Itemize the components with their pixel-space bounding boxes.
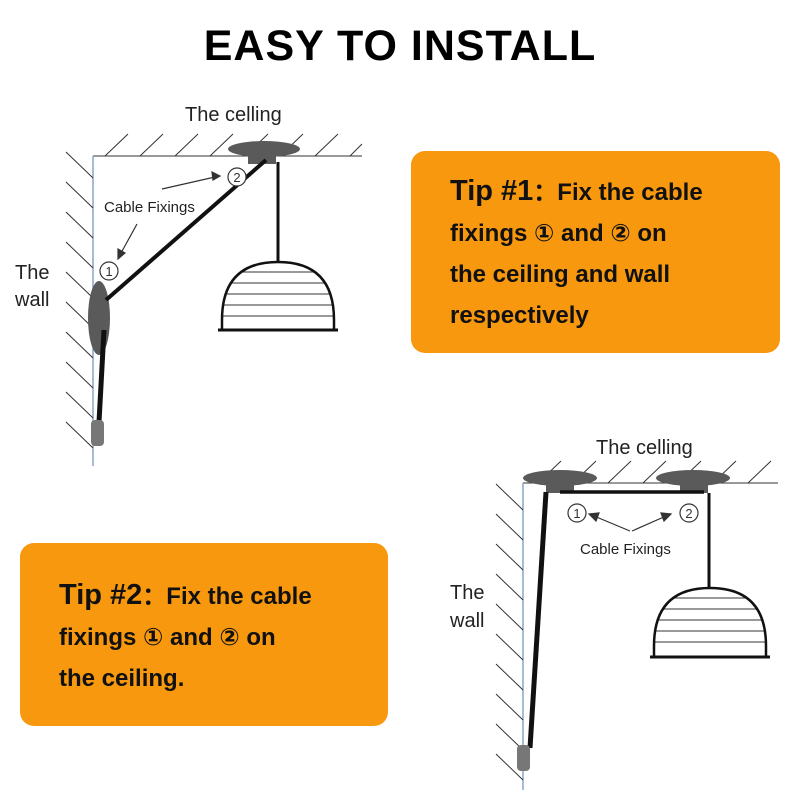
plug-2 (517, 745, 530, 771)
fixing-marker-2-circle (227, 167, 247, 187)
tip-1-text-1: Fix the cable (557, 179, 703, 206)
tip-2-line-3: the ceiling. (59, 665, 185, 692)
fixing-marker-2: 2 (233, 170, 240, 185)
cable-wall-1 (96, 329, 107, 423)
wall-plate-1 (88, 281, 110, 355)
fixings-label-1: Cable Fixings (104, 199, 195, 216)
wall-label-2-line2: wall (449, 610, 484, 632)
tip-2-heading: Tip #2 (59, 579, 143, 611)
tip-2-colon: ： (142, 583, 167, 610)
wall-label-1-line2: wall (14, 289, 49, 311)
tip-1-line-3: the ceiling and wall (450, 261, 671, 288)
tip-1-heading: Tip #1 (450, 175, 534, 207)
fixing-marker-2-1-circle (567, 503, 587, 523)
fixings-label-2: Cable Fixings (580, 541, 671, 558)
tip-1-line-1: Tip #1：Fix the cable (450, 171, 770, 213)
wall-label-2-line1: The (450, 582, 484, 604)
fixing-marker-1: 1 (105, 264, 112, 279)
fixing-marker-2-2-circle (679, 503, 699, 523)
tip-2-line-1: Tip #2：Fix the cable (59, 575, 378, 617)
canopy-block-2b (680, 481, 708, 493)
plug-1 (91, 420, 104, 446)
fixing-marker-2-2: 2 (685, 506, 692, 521)
ceiling-label-2: The celling (596, 437, 693, 459)
tip-1-line-2: fixings ① and ② on (450, 220, 667, 247)
diagram-1: 1 2 The celling Cable Fixings The wall (14, 104, 363, 466)
diagram-2: 1 2 The celling Cable Fixings The wall (449, 437, 778, 790)
fixing-marker-1-circle (99, 261, 119, 281)
ceiling-canopy-2b (656, 470, 730, 486)
wall-hatch-1 (65, 151, 94, 449)
ceiling-label-1: The celling (185, 104, 282, 126)
tip-2-line-2: fixings ① and ② on (59, 624, 276, 651)
tip-2-text-1: Fix the cable (166, 583, 312, 610)
fixing-arrows-2 (587, 512, 673, 532)
lamp-shade-2 (650, 586, 770, 659)
ceiling-canopy-1 (228, 141, 300, 157)
canopy-block-2a (546, 481, 574, 493)
wall-label-1-line1: The (15, 262, 49, 284)
lamp-shade-1 (218, 260, 338, 332)
ceiling-hatch-1 (93, 133, 363, 157)
tip-1-box: Tip #1：Fix the cable fixings ① and ② on … (411, 151, 780, 353)
cable-wall-2 (527, 491, 549, 749)
fixing-arrows-1 (117, 170, 222, 261)
tip-2-box: Tip #2：Fix the cable fixings ① and ② on … (20, 543, 388, 726)
wall-hatch-2 (495, 483, 524, 781)
page-title: EASY TO INSTALL (203, 22, 597, 70)
canopy-block-1 (248, 152, 276, 164)
tip-1-colon: ： (533, 179, 558, 206)
fixing-marker-2-1: 1 (573, 506, 580, 521)
tip-1-line-4: respectively (450, 302, 589, 329)
ceiling-canopy-2a (523, 470, 597, 486)
